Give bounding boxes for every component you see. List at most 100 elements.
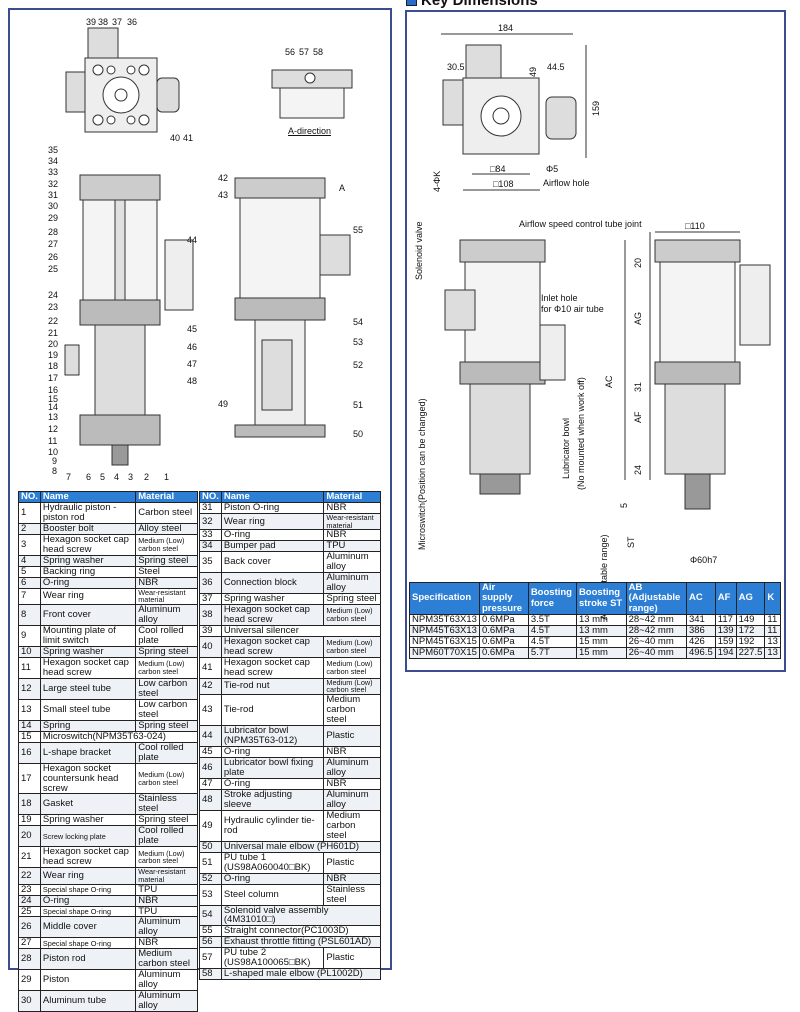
part-name: Straight connector(PC1003D): [220, 925, 382, 938]
part-material: Medium carbon steel: [135, 948, 198, 971]
callout-label: 25: [48, 264, 59, 274]
part-no: 46: [199, 756, 222, 779]
part-name: O-ring: [220, 872, 325, 885]
col-name: Name: [39, 491, 137, 503]
callout-label: for Φ10 air tube: [541, 304, 604, 314]
part-name: Lubricator bowl (NPM35T63-012): [220, 725, 325, 747]
a-direction-drawing: [271, 69, 353, 119]
part-no: 22: [18, 867, 41, 885]
part-name: Steel column: [220, 883, 325, 906]
part-name: Front cover: [39, 604, 137, 626]
col-no: NO.: [199, 491, 222, 503]
part-no: 11: [18, 656, 41, 679]
callout-label: 34: [48, 156, 59, 166]
part-name: Booster bolt: [39, 522, 137, 535]
part-no: 17: [18, 762, 41, 795]
spec-cell: 4.5T: [527, 636, 577, 649]
part-name: Middle cover: [39, 916, 137, 939]
callout-label: 19: [48, 350, 59, 360]
part-material: Spring steel: [135, 814, 198, 827]
part-material: TPU: [135, 883, 198, 896]
part-name: O-ring: [220, 745, 325, 758]
spec-cell: 26~40 mm: [625, 636, 687, 649]
spec-cell: 0.6MPa: [478, 647, 529, 660]
callout-label: 14: [48, 402, 59, 412]
spec-header: AB (Adjustable range): [625, 581, 687, 616]
spec-cell: 117: [714, 614, 737, 627]
part-material: Wear-resistant material: [135, 587, 198, 606]
callout-label: 49: [218, 399, 229, 409]
part-no: 55: [199, 925, 222, 938]
callout-label: 184: [498, 23, 514, 33]
part-no: 14: [18, 719, 41, 732]
callout-label: 52: [353, 360, 364, 370]
spec-cell: NPM60T70X15: [409, 647, 480, 660]
part-name: Mounting plate of limit switch: [39, 624, 137, 647]
part-material: Cool rolled plate: [135, 624, 198, 647]
part-name: Wear ring: [220, 512, 325, 531]
spec-header: Air supply pressure: [478, 581, 529, 616]
part-no: 12: [18, 677, 41, 700]
callout-label: 7: [66, 472, 72, 482]
part-name: Hexagon socket cap head screw: [39, 846, 137, 869]
part-name: Large steel tube: [39, 677, 137, 700]
spec-cell: 149: [735, 614, 766, 627]
part-no: 10: [18, 645, 41, 658]
callout-label: 6: [86, 472, 92, 482]
callout-label: 32: [48, 179, 59, 189]
part-name: Microswitch(NPM35T63-024): [39, 730, 199, 743]
part-no: 8: [18, 604, 41, 626]
spec-cell: 15 mm: [575, 636, 627, 649]
callout-label: 43: [218, 190, 229, 200]
part-material: Spring steel: [323, 593, 381, 606]
spec-cell: 13: [764, 647, 781, 660]
section-title: Key Dimensions: [421, 0, 538, 9]
part-no: 44: [199, 725, 222, 747]
part-material: Medium (Low) carbon steel: [135, 846, 198, 869]
part-no: 21: [18, 846, 41, 869]
part-material: Medium (Low) carbon steel: [135, 533, 198, 556]
spec-cell: 11: [764, 614, 781, 627]
callout-label: 30.5: [447, 62, 465, 72]
part-material: NBR: [323, 501, 381, 514]
spec-cell: 5.7T: [527, 647, 577, 660]
dim-front-view-drawing: [444, 231, 771, 510]
part-no: 27: [18, 937, 41, 950]
part-name: Wear ring: [39, 587, 137, 606]
part-no: 41: [199, 656, 222, 679]
part-name: Hydraulic piston - piston rod: [39, 501, 137, 524]
callout-label: 3: [128, 472, 134, 482]
part-material: Medium (Low) carbon steel: [135, 762, 198, 795]
callout-label: 20: [633, 257, 643, 268]
section-header: Key Dimensions: [406, 0, 538, 9]
part-material: Low carbon steel: [135, 677, 198, 700]
part-name: Hexagon socket cap head screw: [39, 533, 137, 556]
callout-label: 9: [52, 456, 58, 466]
callout-label: Inlet hole: [541, 293, 578, 303]
spec-cell: 0.6MPa: [478, 625, 529, 638]
part-no: 6: [18, 576, 41, 589]
callout-label: 55: [353, 225, 364, 235]
callout-label: 44.5: [547, 62, 565, 72]
part-name: O-ring: [39, 576, 137, 589]
part-no: 45: [199, 745, 222, 758]
